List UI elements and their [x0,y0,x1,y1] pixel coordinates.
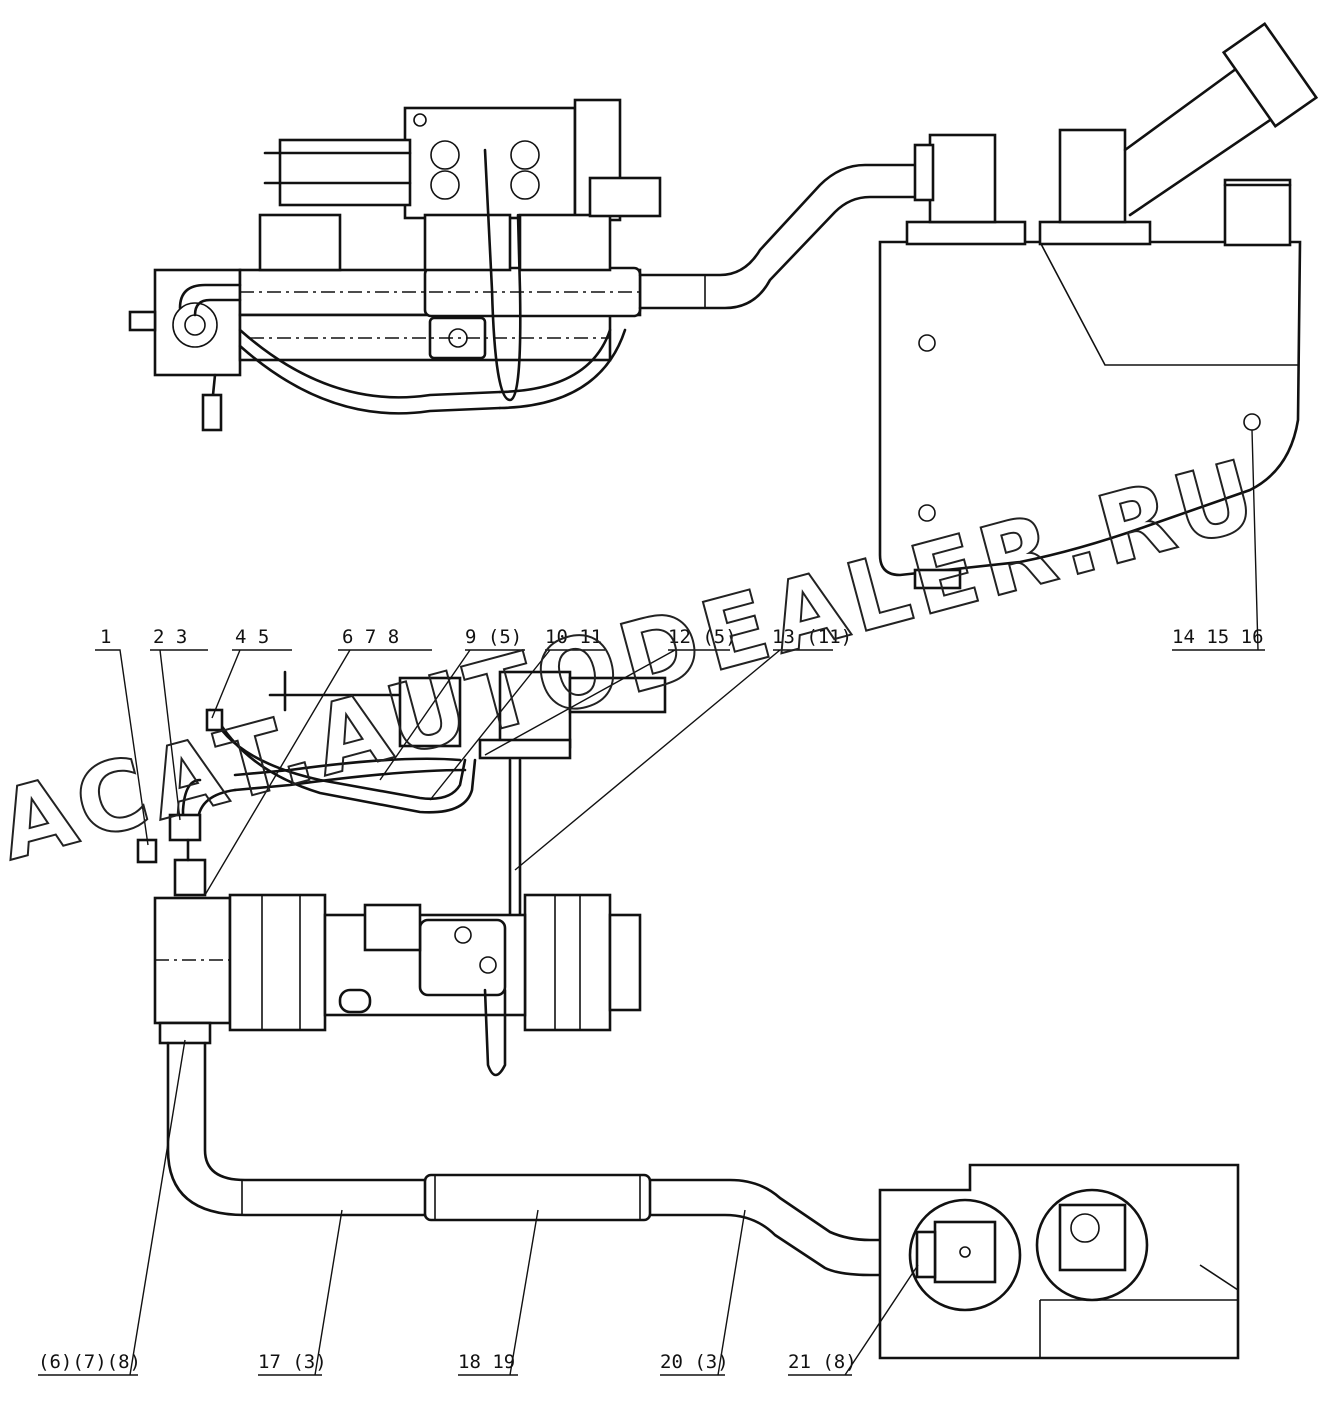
label-12: 12 (5) [668,626,737,648]
label-4-5: 4 5 [235,626,269,648]
label-13: 13 (11) [772,626,852,648]
label-10-11: 10 11 [545,626,602,648]
leader-lines [38,429,1265,1376]
double-pump [153,893,642,1077]
label-20: 20 (3) [660,1351,729,1373]
label-18-19: 18 19 [458,1351,515,1373]
label-2-3: 2 3 [153,626,187,648]
label-21: 21 (8) [788,1351,857,1373]
label-9: 9 (5) [465,626,522,648]
hydraulic-tank [878,21,1319,590]
label-6-7-8-bottom: (6)(7)(8) [38,1351,141,1373]
top-pipe-to-tank [638,163,917,310]
top-valve-assembly [128,98,662,432]
label-14-15-16: 14 15 16 [1172,626,1264,648]
middle-valve-assembly [136,670,667,917]
watermark-text: ACAT.AUTODEALER.RU [0,438,1272,883]
bottom-suction-pipe [158,1021,922,1277]
label-17: 17 (3) [258,1351,327,1373]
part-labels: 1 2 3 4 5 6 7 8 9 (5) 10 11 12 (5) 13 (1… [38,626,1264,1373]
bottom-tank-section [878,1163,1240,1360]
label-6-7-8: 6 7 8 [342,626,399,648]
label-1: 1 [100,626,111,648]
